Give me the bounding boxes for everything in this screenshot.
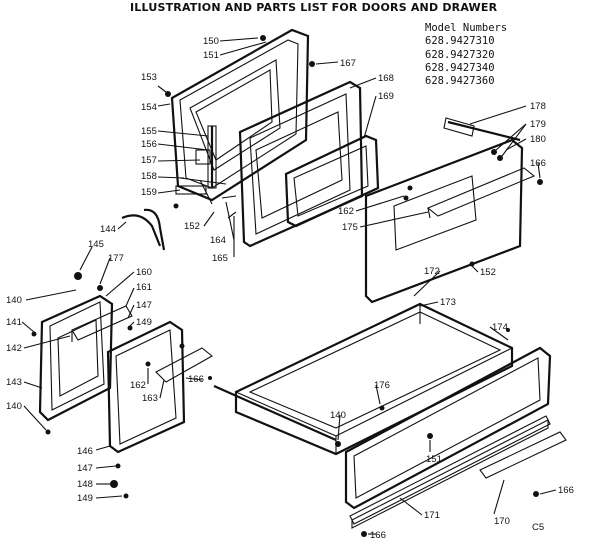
callout-177: 177 <box>108 253 124 264</box>
door-handle-144 <box>121 208 166 251</box>
callout-174: 174 <box>492 322 508 333</box>
callout-155: 155 <box>141 126 157 137</box>
small-hardware-top <box>165 35 315 209</box>
callout-166-drawer: 166 <box>558 485 574 496</box>
callout-156: 156 <box>141 139 157 150</box>
drawer-slide-left <box>213 384 337 442</box>
drawer-rail-170 <box>479 431 567 479</box>
callout-151: 151 <box>203 50 219 61</box>
callout-161: 161 <box>136 282 152 293</box>
callout-145: 145 <box>88 239 104 250</box>
callout-159: 159 <box>141 187 157 198</box>
hinge-hardware-178 <box>403 117 543 267</box>
callout-172: 172 <box>424 266 440 277</box>
leader-lines <box>21 37 557 535</box>
diagram-code: C5 <box>532 522 544 533</box>
callout-147-lower: 147 <box>77 463 93 474</box>
callout-157: 157 <box>141 155 157 166</box>
callout-170: 170 <box>494 516 510 527</box>
callout-164: 164 <box>210 235 226 246</box>
oven-door-glass <box>284 134 380 228</box>
small-hardware-drawer <box>208 328 539 537</box>
callout-154: 154 <box>141 102 157 113</box>
model-number-3: 628.9427340 <box>425 61 495 74</box>
model-numbers-block: Model Numbers 628.9427310 628.9427320 62… <box>425 22 507 88</box>
callout-149-upper: 149 <box>136 317 152 328</box>
oven-door-inner-frame <box>170 28 310 202</box>
callout-175: 175 <box>342 222 358 233</box>
drawer-door-panel-146 <box>106 320 186 454</box>
callout-166-left: 166 <box>188 374 204 385</box>
callout-142: 142 <box>6 343 22 354</box>
callout-146: 146 <box>77 446 93 457</box>
callout-144: 144 <box>100 224 116 235</box>
model-number-2: 628.9427320 <box>425 48 495 61</box>
callout-176: 176 <box>374 380 390 391</box>
callout-140-lower: 140 <box>6 401 22 412</box>
oven-door-handle-175 <box>426 167 536 219</box>
callout-150: 150 <box>203 36 219 47</box>
callout-148: 148 <box>77 479 93 490</box>
callout-163: 163 <box>142 393 158 404</box>
callout-179: 179 <box>530 119 546 130</box>
callout-147-upper: 147 <box>136 300 152 311</box>
callout-169: 169 <box>378 91 394 102</box>
callout-168: 168 <box>378 73 394 84</box>
model-number-4: 628.9427360 <box>425 75 495 88</box>
small-hardware-left <box>31 272 185 499</box>
callout-151-drawer: 151 <box>426 454 442 465</box>
callout-162-left: 162 <box>130 380 146 391</box>
callout-162-right: 162 <box>338 206 354 217</box>
callout-153: 153 <box>141 72 157 83</box>
callout-149-lower: 149 <box>77 493 93 504</box>
callout-160: 160 <box>136 267 152 278</box>
callout-171: 171 <box>424 510 440 521</box>
oven-door-172 <box>364 138 524 304</box>
callout-labels: 150 151 167 168 169 153 154 155 156 157 … <box>6 36 574 541</box>
callout-167: 167 <box>340 58 356 69</box>
model-number-1: 628.9427310 <box>425 35 495 48</box>
drawer-front-174 <box>344 346 552 510</box>
model-numbers-heading: Model Numbers <box>425 22 508 34</box>
drawer-rail-171 <box>349 415 551 529</box>
drawer-door-frame-143 <box>38 294 114 422</box>
callout-165: 165 <box>212 253 228 264</box>
page-title: ILLUSTRATION AND PARTS LIST FOR DOORS AN… <box>130 1 498 14</box>
callout-173: 173 <box>440 297 456 308</box>
callout-158: 158 <box>141 171 157 182</box>
callout-178: 178 <box>530 101 546 112</box>
drawer-handle-163 <box>155 347 213 383</box>
callout-140-drawer: 140 <box>330 410 346 421</box>
callout-166-right: 166 <box>530 158 546 169</box>
drawer-body-173 <box>234 302 514 456</box>
callout-141: 141 <box>6 317 22 328</box>
callout-140-upper: 140 <box>6 295 22 306</box>
callout-180: 180 <box>530 134 546 145</box>
callout-166-bottom: 166 <box>370 530 386 541</box>
drawer-handle-142 <box>71 305 133 342</box>
callout-152-right: 152 <box>480 267 496 278</box>
callout-143: 143 <box>6 377 22 388</box>
callout-152: 152 <box>184 221 200 232</box>
